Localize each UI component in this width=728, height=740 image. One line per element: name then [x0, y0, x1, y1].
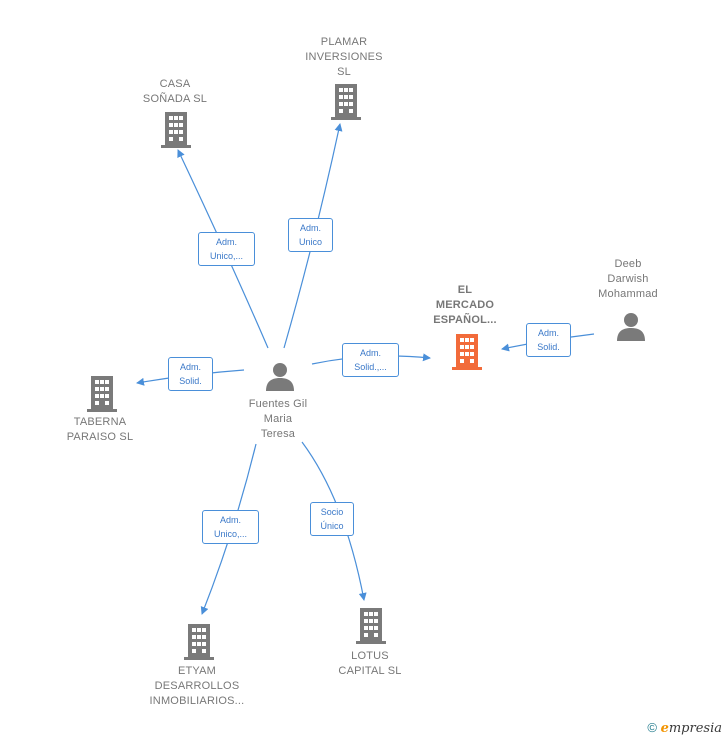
building-icon[interactable] — [86, 376, 118, 412]
building-icon[interactable] — [355, 608, 387, 644]
node-label-lotus[interactable]: LOTUS CAPITAL SL — [338, 650, 402, 677]
person-icon[interactable] — [264, 360, 296, 392]
node-label-deeb[interactable]: Deeb Darwish Mohammad — [598, 258, 658, 300]
building-icon[interactable] — [183, 624, 215, 660]
edge-label-taberna[interactable]: Adm. Solid. — [168, 357, 213, 391]
node-label-center[interactable]: Fuentes Gil Maria Teresa — [248, 398, 308, 440]
edge-label-lotus[interactable]: Socio Único — [310, 502, 354, 536]
node-label-focus[interactable]: EL MERCADO ESPAÑOL... — [433, 284, 497, 326]
empresia-logo: © empresia — [647, 720, 722, 736]
person-icon[interactable] — [615, 310, 647, 342]
building-icon[interactable] — [160, 112, 192, 148]
brand-name: empresia — [660, 721, 722, 736]
edge-label-casa[interactable]: Adm. Unico,... — [198, 232, 255, 266]
copyright-symbol: © — [647, 720, 657, 735]
node-label-taberna[interactable]: TABERNA PARAISO SL — [66, 416, 134, 443]
edge-label-plamar[interactable]: Adm. Unico — [288, 218, 333, 252]
edge-label-etyam[interactable]: Adm. Unico,... — [202, 510, 259, 544]
edge-label-focus[interactable]: Adm. Solid.,... — [342, 343, 399, 377]
edge-label-deeb[interactable]: Adm. Solid. — [526, 323, 571, 357]
node-label-casa[interactable]: CASA SOÑADA SL — [142, 78, 208, 105]
building-icon-focus[interactable] — [450, 334, 484, 370]
node-label-etyam[interactable]: ETYAM DESARROLLOS INMOBILIARIOS... — [149, 665, 245, 707]
node-label-plamar[interactable]: PLAMAR INVERSIONES SL — [305, 36, 383, 78]
building-icon[interactable] — [330, 84, 362, 120]
